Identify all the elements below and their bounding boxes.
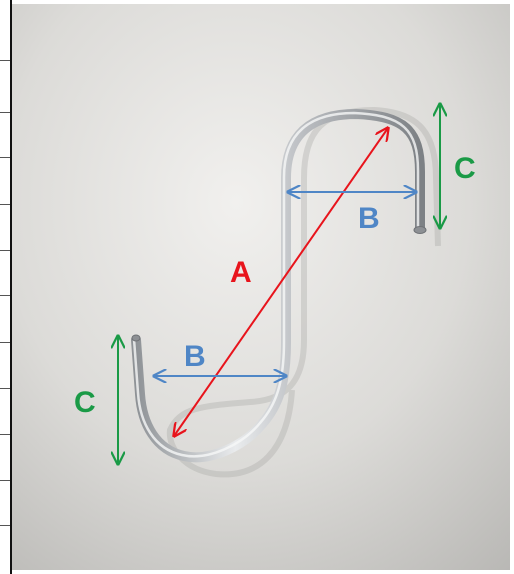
ruler-tick	[0, 157, 10, 158]
dimension-c-top-label: C	[454, 152, 476, 185]
ruler-tick	[0, 204, 10, 205]
hook-bottom-tip	[131, 334, 141, 342]
ruler-tick	[0, 295, 10, 296]
ruler-tick	[0, 525, 10, 526]
ruler-tick	[0, 112, 10, 113]
ruler-tick	[0, 480, 10, 481]
left-border-strip	[0, 0, 12, 574]
ruler-tick	[0, 388, 10, 389]
dimension-a-label: A	[230, 256, 252, 289]
ruler-tick	[0, 434, 10, 435]
hook-top-tip	[413, 226, 427, 234]
ruler-tick	[0, 342, 10, 343]
dimension-a-arrow	[174, 128, 388, 436]
ruler-tick	[0, 60, 10, 61]
dimension-b-top-label: B	[358, 202, 380, 235]
s-hook-photo: A B B C C	[12, 4, 510, 570]
photo-background	[12, 4, 510, 570]
dimension-b-bottom-label: B	[184, 340, 206, 373]
ruler-tick	[0, 250, 10, 251]
dimension-c-bottom-label: C	[74, 386, 96, 419]
